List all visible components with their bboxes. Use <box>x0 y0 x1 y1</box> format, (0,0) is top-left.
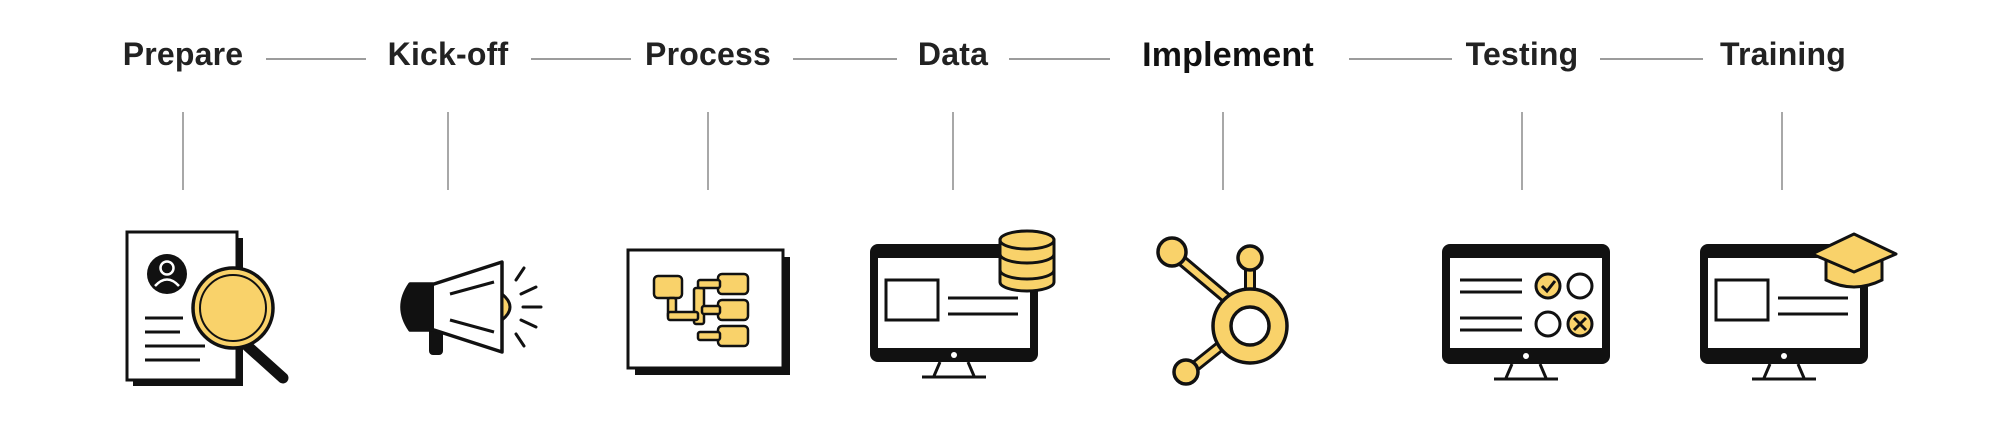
monitor-checklist-icon <box>1440 242 1615 382</box>
drop-line-kick-off <box>447 112 449 190</box>
connector-prepare-kickoff <box>266 58 366 60</box>
step-label-implement: Implement <box>1142 36 1314 74</box>
connector-data-implement <box>1009 58 1110 60</box>
step-label-kick-off: Kick-off <box>387 36 509 72</box>
hubspot-sprocket-icon <box>1150 232 1300 392</box>
megaphone-icon <box>390 258 550 368</box>
connector-implement-testing <box>1349 58 1452 60</box>
drop-line-data <box>952 112 954 190</box>
drop-line-prepare <box>182 112 184 190</box>
resume-magnifier-icon <box>125 230 295 390</box>
drop-line-implement <box>1222 112 1224 190</box>
connector-kickoff-process <box>531 58 631 60</box>
monitor-graduation-cap-icon <box>1698 228 1908 388</box>
step-label-prepare: Prepare <box>122 36 244 72</box>
step-label-data: Data <box>917 36 989 72</box>
step-label-training: Training <box>1719 36 1847 72</box>
step-label-testing: Testing <box>1465 36 1579 72</box>
monitor-database-icon <box>868 226 1068 386</box>
step-label-process: Process <box>645 36 771 72</box>
drop-line-process <box>707 112 709 190</box>
drop-line-testing <box>1521 112 1523 190</box>
connector-testing-training <box>1600 58 1703 60</box>
drop-line-training <box>1781 112 1783 190</box>
process-flowchart-icon <box>626 248 796 378</box>
connector-process-data <box>793 58 897 60</box>
